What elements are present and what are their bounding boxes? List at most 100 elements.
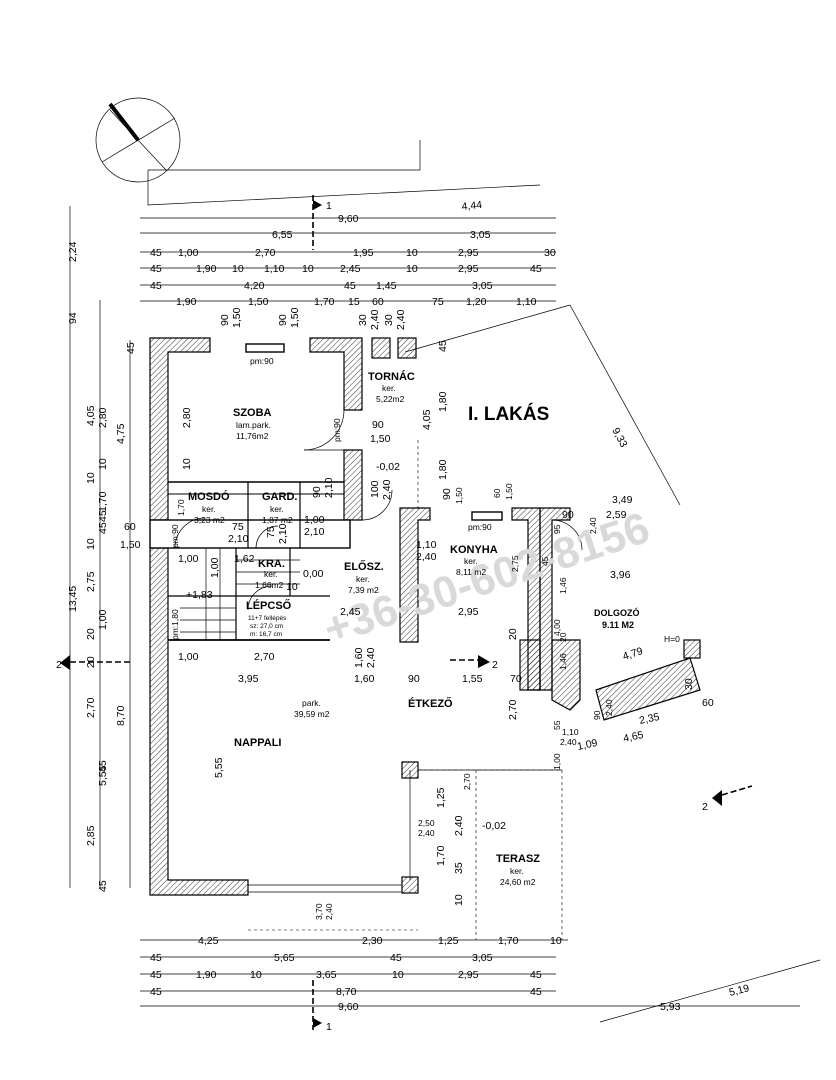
dim-nappali-9: 2,40 <box>418 828 435 838</box>
dim-top-row6-6: 1,20 <box>466 296 487 308</box>
dim-mosdo-1: 75 <box>232 521 244 533</box>
room-floor-tornac: ker. <box>382 383 396 393</box>
dim-left-outer-0: 2,24 <box>67 241 79 262</box>
dim-szoba-1: 1,50 <box>231 307 243 328</box>
dim-bottom-row5-2: 5,19 <box>728 982 751 999</box>
dim-dolgozo-10: 2,40 <box>604 699 614 716</box>
dim-szoba-0: 90 <box>219 314 231 326</box>
room-floor-konyha: ker. <box>464 556 478 566</box>
dim-top-row6-7: 1,10 <box>516 296 537 308</box>
room-dolgozo: DOLGOZÓ 9.11 M2 <box>594 607 640 630</box>
dim-left-mid-0: 4,05 <box>85 405 97 426</box>
dim-left-mid-12: 5,55 <box>97 765 109 786</box>
dim-left-mid-6: 1,50 <box>120 539 141 551</box>
dim-right-2: 2,59 <box>606 509 627 521</box>
room-width-lepcso: sz: 27,0 cm <box>250 623 283 630</box>
dim-bottom-row1-2: 1,25 <box>438 935 459 947</box>
dim-bottom-row4-2: 45 <box>530 986 542 998</box>
room-eloszoba: ELŐSZ. ker. 7,39 m2 <box>344 560 384 595</box>
dim-bottom-row2-0: 45 <box>150 952 162 964</box>
dim-szoba-4: 2,80 <box>181 407 193 428</box>
dim-nappali-0: 1,00 <box>178 651 199 663</box>
dim-mosdo-5: 75 <box>265 526 277 538</box>
dim-mid-9: 1,55 <box>462 673 483 685</box>
dim-szoba-2: 90 <box>277 314 289 326</box>
dim-szoba-6: 90 <box>372 419 384 431</box>
dim-nappali-1: 2,70 <box>254 651 275 663</box>
dim-left-mid-1: 4,75 <box>115 423 127 444</box>
room-area-kamra: 1,66m2 <box>255 580 284 590</box>
dim-left-inner-5: 45 <box>97 760 109 772</box>
dim-szoba-3: 1,50 <box>289 307 301 328</box>
dim-top-row2-1: 3,05 <box>470 229 491 241</box>
room-area-nappali: 39,59 m2 <box>294 709 330 719</box>
room-area-terasz: 24,60 m2 <box>500 877 536 887</box>
dim-left-mid-11: 8,70 <box>115 705 127 726</box>
dim-left-inner-0: 45 <box>125 342 137 354</box>
dim-left-mid-13: 2,85 <box>85 825 97 846</box>
dim-top-row4-4: 10 <box>302 263 314 275</box>
dim-bottom-row3-3: 3,65 <box>316 969 337 981</box>
room-tornac: TORNÁC ker. 5,22m2 <box>368 370 415 404</box>
dim-dolgozo-9: 90 <box>592 710 602 720</box>
room-name-dolgozo: DOLGOZÓ <box>594 607 640 618</box>
dim-top-row4-8: 45 <box>530 263 542 275</box>
dim-mosdo-3: 1,00 <box>178 553 199 565</box>
room-floor-kamra: ker. <box>264 569 278 579</box>
dim-top-row3-3: 1,95 <box>353 247 374 259</box>
dim-left-mid-8: 1,00 <box>97 609 109 630</box>
room-floor-gard: ker. <box>270 504 284 514</box>
dim-mid-5: 2,95 <box>458 606 479 618</box>
dim-right-3: 3,96 <box>610 569 631 581</box>
section-mark-left: 2 <box>56 659 62 671</box>
dim-mosdo-10: 2,10 <box>304 526 325 538</box>
dim-nappali-13: 3,70 <box>314 903 324 920</box>
dim-dolgozo-2: 95 <box>552 524 562 534</box>
room-gard: GARD. ker. 1,87 m2 <box>262 491 297 525</box>
dim-bottom-row1-3: 1,70 <box>498 935 519 947</box>
room-name-szoba: SZOBA <box>233 407 272 419</box>
window-label-szoba: pm:90 <box>250 356 274 366</box>
dim-mid-1: 10 <box>286 581 298 593</box>
dim-mid-7: 2,40 <box>365 647 377 668</box>
dim-tornac-9: 1,50 <box>454 487 464 504</box>
room-name-kamra: KRA. <box>258 558 285 570</box>
dimensions-top: 9,60 4,44 6,55 3,05 45 1,00 2,70 1,95 10… <box>150 199 556 308</box>
room-name-mosdo: MOSDÓ <box>188 490 230 503</box>
dim-left-mid-5: 60 <box>124 521 136 533</box>
dim-tornac-1: 2,40 <box>369 309 381 330</box>
dim-top-row3-0: 45 <box>150 247 162 259</box>
dim-nappali-10: 1,70 <box>435 845 447 866</box>
room-name-konyha: KONYHA <box>450 544 498 556</box>
dim-top-row3-5: 2,95 <box>458 247 479 259</box>
dim-bottom-row3-5: 2,95 <box>458 969 479 981</box>
dim-bottom-row3-6: 45 <box>530 969 542 981</box>
dim-tornac-4: 45 <box>437 340 449 352</box>
dim-bottom-row1-0: 4,25 <box>198 935 219 947</box>
dim-bottom-row2-2: 45 <box>390 952 402 964</box>
dim-szoba-5: 10 <box>181 458 193 470</box>
dim-dolgozo-13: 2,40 <box>560 737 577 747</box>
dim-dolgozo-1: 2,40 <box>588 517 598 534</box>
room-area-dolgozo: 9.11 M2 <box>602 620 634 630</box>
dim-top-row2-0: 6,55 <box>272 229 293 241</box>
level-tornac: -0,02 <box>376 461 400 473</box>
dim-bottom-row3-0: 45 <box>150 969 162 981</box>
dim-dolgozo-5: 2,75 <box>510 555 520 572</box>
dim-bottom-row2-1: 5,65 <box>274 952 295 964</box>
dim-mid-11: 2,70 <box>507 699 519 720</box>
dim-left-mid-2: 2,80 <box>97 407 109 428</box>
dim-top-row3-2: 2,70 <box>255 247 276 259</box>
dim-left-inner-2: 10 <box>85 472 97 484</box>
dim-left-inner-4: 20 <box>85 656 97 668</box>
dim-bottom-row3-4: 10 <box>392 969 404 981</box>
dim-top-row6-5: 75 <box>432 296 444 308</box>
dim-nappali-6: 1,25 <box>435 787 447 808</box>
dim-mid-0: 1,00 <box>209 557 221 578</box>
section-mark-right: 2 <box>702 801 708 813</box>
dim-right-10: H=0 <box>664 634 680 644</box>
dim-top-row4-1: 1,90 <box>196 263 217 275</box>
dim-tornac-0: 30 <box>357 314 369 326</box>
room-height-lepcso: m: 16,7 cm <box>250 631 282 638</box>
dim-mid-3: 1,10 <box>416 539 437 551</box>
